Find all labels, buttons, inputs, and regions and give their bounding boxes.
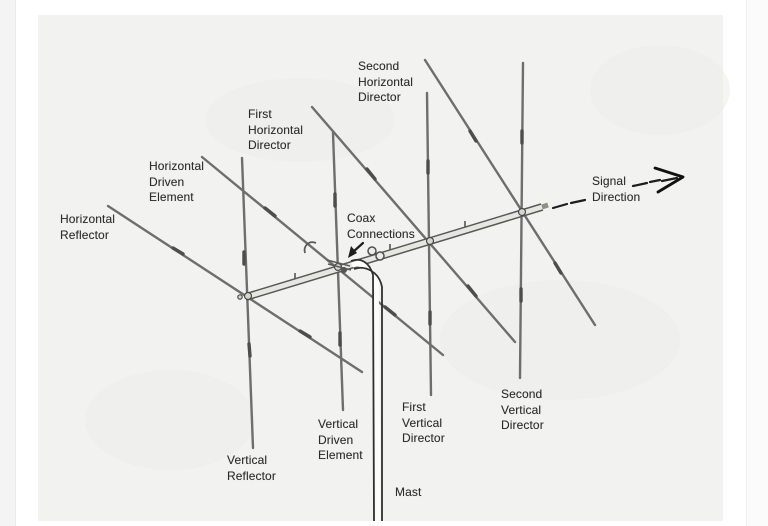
element-mount <box>243 291 253 301</box>
first-horizontal-director-element <box>310 105 517 344</box>
element-mounts <box>237 207 527 301</box>
coax-pointer-arrow-icon <box>348 241 365 258</box>
mast <box>350 258 383 522</box>
vertical-reflector-element <box>240 156 255 450</box>
left-gutter <box>0 0 16 526</box>
label-mast: Mast <box>395 485 422 499</box>
label-horizontal-reflector: Horizontal Reflector <box>60 212 116 242</box>
coax-connections-hardware <box>303 241 385 273</box>
label-horizontal-driven-element: Horizontal Driven Element <box>149 159 205 204</box>
element-mount <box>237 294 243 300</box>
label-coax-connections: Coax Connections <box>347 211 415 241</box>
signal-direction-arrow-icon <box>551 166 685 210</box>
label-second-horizontal-director: Second Horizontal Director <box>358 59 414 104</box>
right-gutter <box>746 0 768 526</box>
element-mount <box>425 236 435 246</box>
second-horizontal-director-element <box>423 58 597 327</box>
label-signal-direction: Signal Direction <box>592 174 641 204</box>
label-second-vertical-director: Second Vertical Director <box>501 387 544 432</box>
label-first-vertical-director: First Vertical Director <box>402 400 445 445</box>
label-vertical-reflector: Vertical Reflector <box>227 453 276 483</box>
horizontal-reflector-element <box>106 204 364 374</box>
second-vertical-director-element <box>518 61 525 380</box>
element-mount <box>517 207 527 217</box>
label-first-horizontal-director: First Horizontal Director <box>248 107 304 152</box>
paper-texture <box>85 45 730 470</box>
label-vertical-driven-element: Vertical Driven Element <box>318 417 363 462</box>
boom <box>244 202 549 301</box>
